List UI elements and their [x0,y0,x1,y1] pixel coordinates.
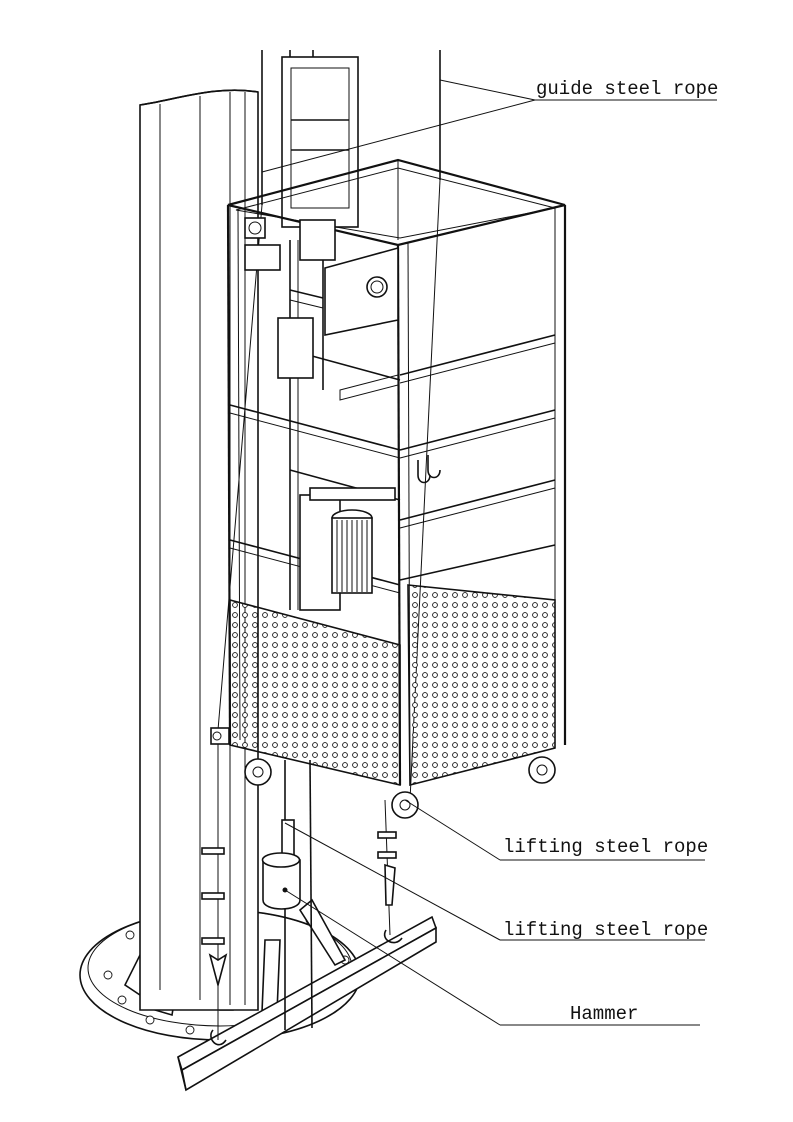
label-lifting-steel-rope-1: lifting steel rope [503,836,708,858]
label-guide-steel-rope: guide steel rope [536,78,718,100]
perforated-panel-front [229,598,401,787]
leader-lines [261,79,717,1026]
label-lifting-steel-rope-2: lifting steel rope [503,919,708,941]
label-hammer: Hammer [570,1003,638,1025]
hooks [417,455,441,484]
wheels [210,727,556,819]
steel-pole [139,89,259,1011]
bottom-angle-beam [177,915,437,1092]
hoist-unit [244,217,399,401]
top-ladder-frame [281,56,359,228]
perforated-panel-side [407,584,556,787]
electric-motor [299,487,396,611]
hammer-weight [261,819,301,910]
rope-clamps [201,831,403,1046]
